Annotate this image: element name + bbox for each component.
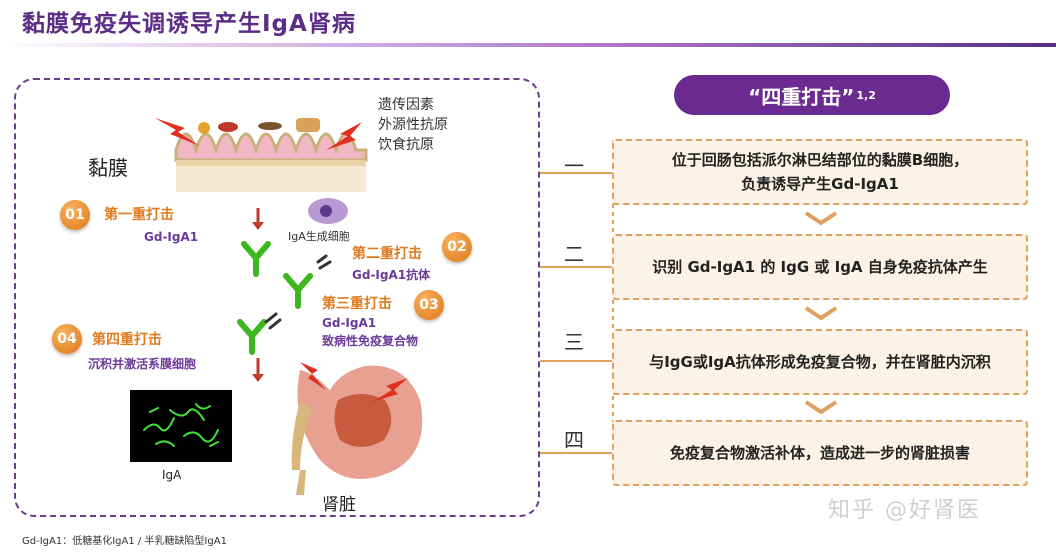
page-title: 黏膜免疫失调诱导产生IgA肾病 (22, 11, 356, 37)
step-connector (540, 266, 612, 268)
lightning-icon (300, 362, 326, 390)
step-number: 四 (564, 428, 584, 452)
lightning-icon (155, 118, 200, 146)
antigen-particles (198, 118, 320, 134)
step-number: 二 (564, 242, 584, 266)
step-box-2: 识别 Gd-IgA1 的 IgG 或 IgA 自身免疫抗体产生 (612, 234, 1028, 300)
hit-subtitle: 致病性免疫复合物 (322, 334, 419, 348)
four-hit-title: “四重打击” (748, 84, 855, 109)
hit-title: 第一重打击 (104, 207, 174, 223)
hit-subtitle: Gd-IgA1抗体 (352, 268, 431, 282)
mucosa-label: 黏膜 (88, 156, 128, 180)
step-connector (540, 172, 612, 174)
step-text: 识别 Gd-IgA1 的 IgG 或 IgA 自身免疫抗体产生 (652, 258, 988, 276)
lightning-icon (372, 378, 408, 402)
watermark: 知乎 @好肾医 (828, 498, 981, 523)
reference-superscript: 1,2 (856, 88, 876, 102)
chevron-down-icon (804, 400, 838, 415)
kidney-illustration (291, 365, 423, 495)
step-number: 一 (564, 154, 584, 178)
hit-title: 第四重打击 (92, 332, 162, 348)
iga-cell-label: IgA生成细胞 (288, 230, 350, 243)
step-connector (540, 452, 612, 454)
antigen-label: 遗传因素 (378, 97, 434, 113)
hit-subtitle: 沉积并激活系膜细胞 (88, 357, 197, 371)
step-connector-line (612, 140, 614, 460)
four-hit-header: “四重打击”1,2 (674, 75, 950, 115)
chevron-down-icon (804, 306, 838, 321)
kidney-label: 肾脏 (322, 495, 356, 515)
hit-title: 第三重打击 (322, 296, 392, 312)
iga-immunofluorescence-image (130, 390, 232, 462)
step-box-4: 免疫复合物激活补体，造成进一步的肾脏损害 (612, 420, 1028, 486)
antigen-label: 饮食抗原 (378, 137, 434, 153)
step-box-3: 与IgG或IgA抗体形成免疫复合物，并在肾脏内沉积 (612, 329, 1028, 395)
mechanism-illustration (155, 118, 423, 495)
mucosa-illustration (174, 132, 368, 192)
step-number: 三 (564, 330, 584, 354)
hit-number-badge: 03 (414, 290, 444, 320)
title-divider (0, 43, 1056, 47)
hit-subtitle: Gd-IgA1 (144, 230, 199, 244)
step-text: 负责诱导产生Gd-IgA1 (741, 175, 899, 193)
step-connector (540, 360, 612, 362)
hit-number-badge: 02 (442, 232, 472, 262)
lightning-icon (326, 122, 362, 150)
iga-cell-icon (308, 198, 348, 224)
chevron-down-icon (804, 211, 838, 226)
footnote: Gd-IgA1：低糖基化IgA1 / 半乳糖缺陷型IgA1 (22, 536, 227, 547)
hit-number-badge: 04 (52, 324, 82, 354)
step-box-1: 位于回肠包括派尔淋巴结部位的黏膜B细胞， 负责诱导产生Gd-IgA1 (612, 139, 1028, 205)
hit-title: 第二重打击 (352, 246, 422, 262)
hit-number-badge: 01 (60, 200, 90, 230)
antigen-label: 外源性抗原 (378, 117, 448, 133)
step-text: 位于回肠包括派尔淋巴结部位的黏膜B细胞， (671, 151, 969, 169)
micrograph-label: IgA (162, 468, 182, 482)
step-text: 与IgG或IgA抗体形成免疫复合物，并在肾脏内沉积 (649, 353, 991, 371)
mechanism-diagram-panel (14, 78, 540, 517)
step-text: 免疫复合物激活补体，造成进一步的肾脏损害 (669, 444, 970, 462)
hit-subtitle: Gd-IgA1 (322, 316, 377, 330)
